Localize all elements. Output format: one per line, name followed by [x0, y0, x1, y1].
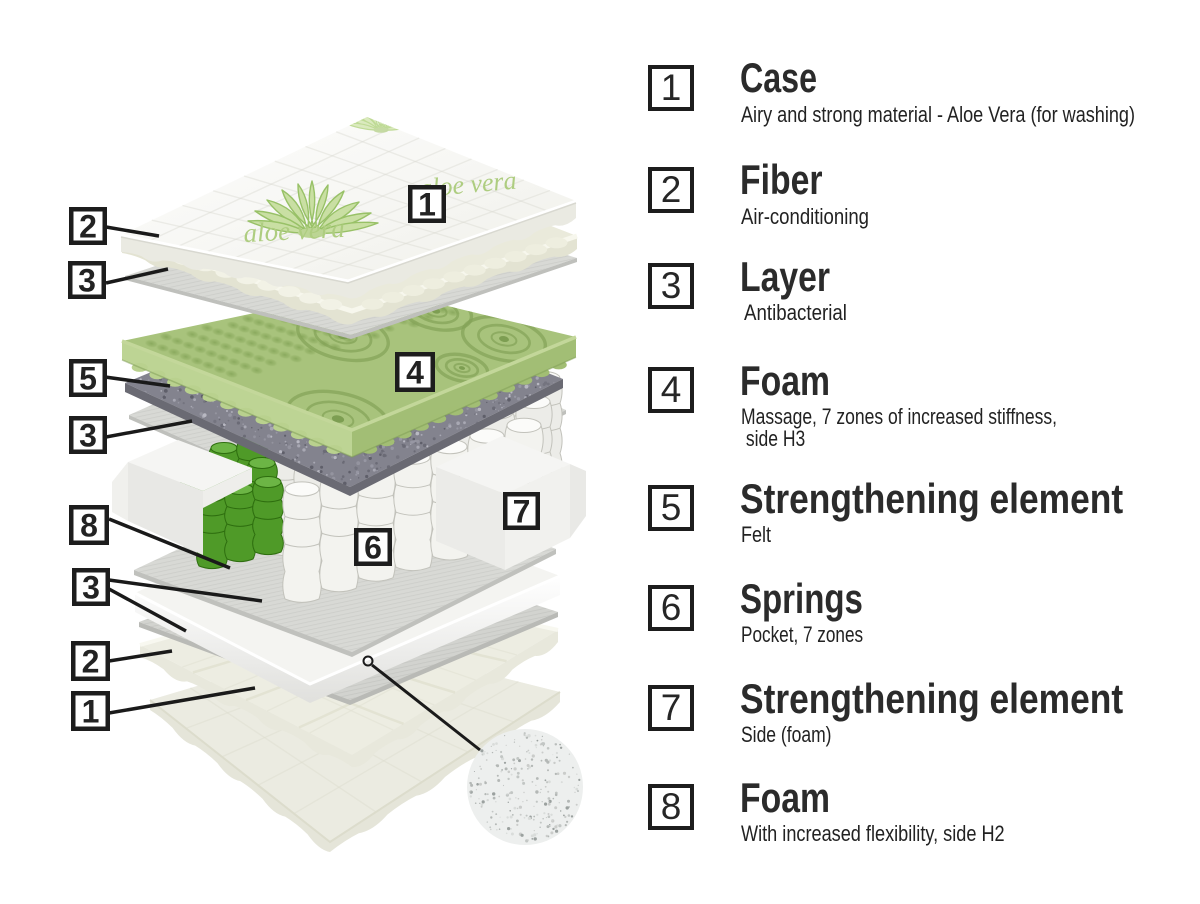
- svg-text:8: 8: [80, 507, 98, 543]
- svg-text:3: 3: [78, 262, 96, 298]
- svg-text:3: 3: [79, 417, 97, 453]
- svg-text:1: 1: [82, 693, 100, 729]
- svg-text:aloe vera: aloe vera: [243, 213, 346, 248]
- svg-text:4: 4: [406, 354, 424, 390]
- svg-text:5: 5: [79, 360, 97, 396]
- svg-text:3: 3: [82, 569, 100, 605]
- svg-text:1: 1: [418, 186, 436, 222]
- svg-text:7: 7: [513, 493, 531, 529]
- svg-text:2: 2: [79, 208, 97, 244]
- svg-text:2: 2: [82, 643, 100, 679]
- svg-text:6: 6: [364, 529, 382, 565]
